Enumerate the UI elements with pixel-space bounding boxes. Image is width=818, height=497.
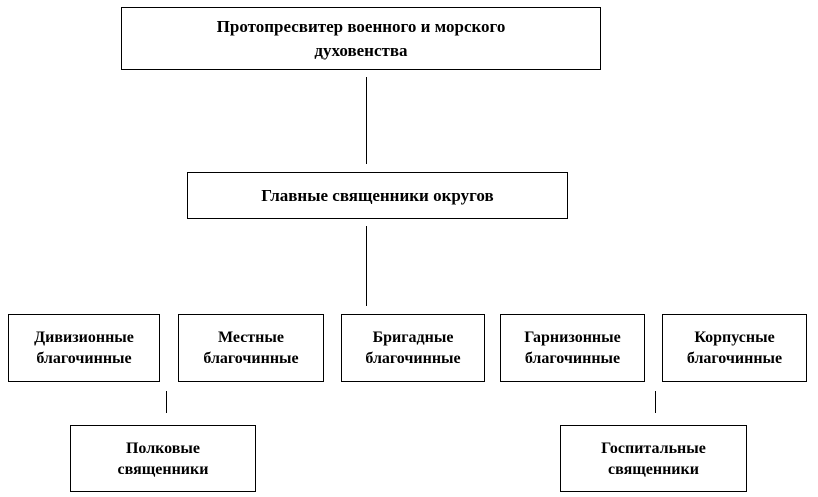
node-regimental-priests: Полковые священники [70,425,256,492]
node-divisional-deans-line2: благочинные [36,350,132,367]
node-protopresbyter-line2: духовенства [314,40,408,60]
node-local-deans-line1: Местные [218,329,284,346]
node-corps-deans-line1: Корпусные [694,329,775,346]
node-protopresbyter-line1: Протопресвитер военного и морского [216,16,506,36]
node-hospital-priests-line1: Госпитальные [601,439,706,457]
node-protopresbyter: Протопресвитер военного и морского духов… [121,7,601,70]
node-brigade-deans-line1: Бригадные [372,329,454,346]
node-district-chief-priests: Главные священники округов [187,172,568,219]
node-brigade-deans-line2: благочинные [365,350,461,367]
connector-top-to-main [366,77,367,164]
node-divisional-deans-line1: Дивизионные [34,329,134,346]
node-divisional-deans: Дивизионные благочинные [8,314,160,382]
node-garrison-deans-line1: Гарнизонные [524,329,621,346]
node-garrison-deans-line2: благочинные [524,350,621,367]
node-hospital-priests-line2: священники [608,460,699,478]
connector-garrison-to-hospital [655,391,656,413]
node-regimental-priests-line2: священники [117,460,209,478]
node-hospital-priests: Госпитальные священники [560,425,747,492]
node-local-deans-line2: благочинные [203,350,299,367]
connector-main-to-deaneries [366,226,367,306]
node-regimental-priests-line1: Полковые [125,439,201,457]
node-corps-deans: Корпусные благочинные [662,314,807,382]
node-corps-deans-line2: благочинные [686,350,783,367]
node-local-deans: Местные благочинные [178,314,324,382]
node-brigade-deans: Бригадные благочинные [341,314,485,382]
connector-divisional-to-regimental [166,391,167,413]
node-district-chief-priests-label: Главные священники округов [261,186,494,205]
node-garrison-deans: Гарнизонные благочинные [500,314,645,382]
